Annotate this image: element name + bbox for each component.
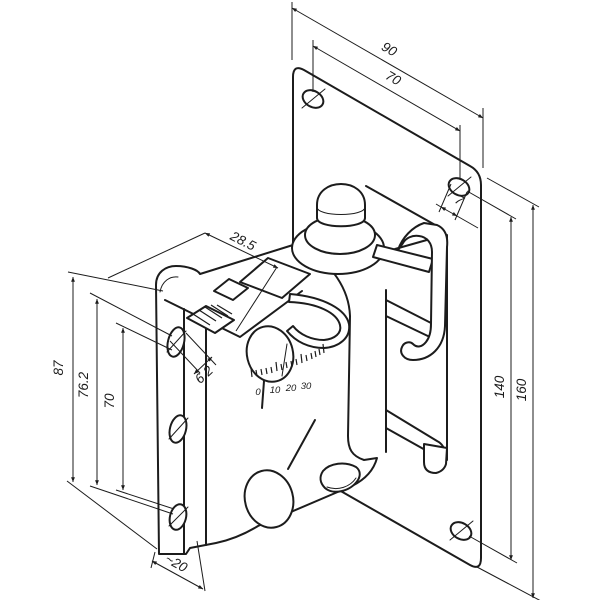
dim-bracket-flange-height: 87 (51, 271, 164, 550)
knob-dome (316, 183, 366, 228)
dim-bracket-slot-spacing-outer: 76.2 (76, 292, 174, 515)
svg-text:70: 70 (383, 68, 404, 89)
svg-text:28.5: 28.5 (227, 228, 259, 254)
svg-text:87: 87 (51, 360, 66, 376)
hook (397, 222, 449, 361)
hinge-lens (319, 462, 361, 493)
tilt-scale: 0 10 20 30 (250, 343, 325, 398)
plate-rail (385, 234, 448, 474)
svg-text:70: 70 (102, 393, 117, 409)
scale-label-20: 20 (285, 383, 297, 394)
svg-text:160: 160 (514, 378, 529, 401)
rail-foot (423, 443, 448, 474)
scale-label-30: 30 (301, 381, 312, 392)
plate-screw-hole-top-right (447, 176, 472, 197)
lower-boss (243, 469, 295, 529)
hook-arm (365, 185, 449, 361)
dim-plate-height: 160 (476, 177, 541, 600)
ball-knob (291, 183, 385, 275)
flange-slot-middle (168, 414, 189, 444)
scale-label-10: 10 (270, 385, 281, 396)
clamp-tab (213, 278, 249, 301)
pointer-needle (281, 343, 288, 377)
svg-text:90: 90 (379, 39, 400, 60)
dim-bracket-slot-spacing-inner: 70 (102, 322, 175, 510)
catch-band (286, 293, 351, 349)
dim-plate-hole-spacing-vertical: 140 (466, 190, 518, 564)
clamp-teeth (186, 304, 235, 334)
scale-label-0: 0 (255, 387, 261, 398)
front-face-details: 0 10 20 30 (166, 325, 361, 531)
svg-text:76.2: 76.2 (76, 371, 91, 398)
flange-slot-bottom (168, 503, 189, 531)
svg-text:140: 140 (492, 375, 507, 398)
dim-plate-hole-spacing-horizontal: 70 (312, 40, 461, 180)
